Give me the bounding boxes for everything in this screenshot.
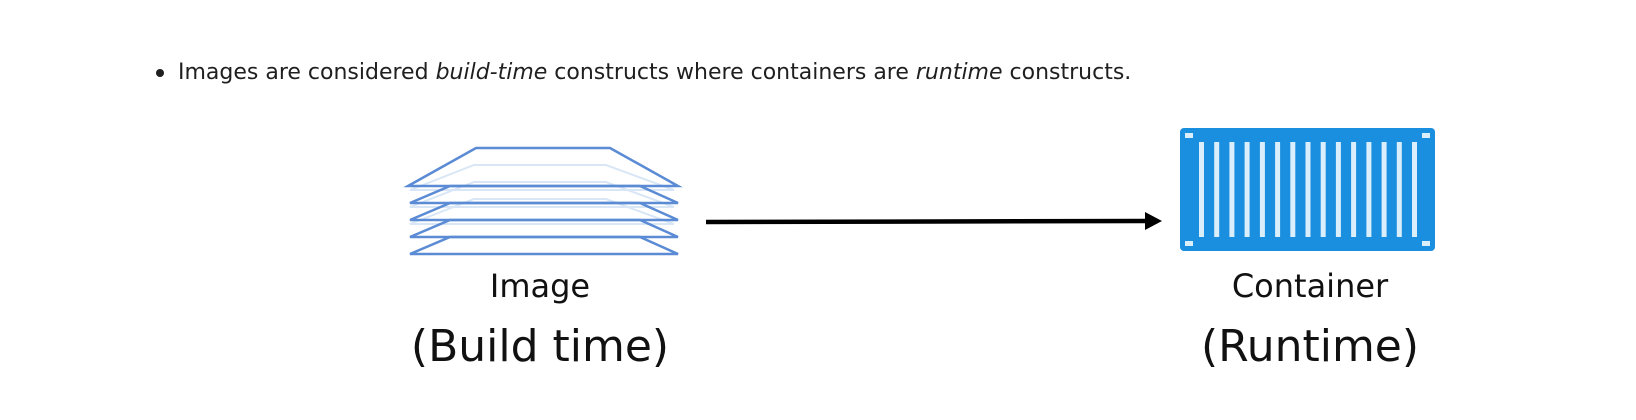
container-label: Container <box>1231 267 1389 305</box>
bullet-emphasis-runtime: runtime <box>915 60 1003 85</box>
runtime-label: (Runtime) <box>1200 321 1420 372</box>
image-layers-icon <box>403 146 683 256</box>
container-rib <box>1381 142 1387 237</box>
bullet-emphasis-build-time: build-time <box>435 60 548 85</box>
container-rib <box>1259 142 1265 237</box>
bullet-text: Images are considered build-time constru… <box>178 58 1131 88</box>
container-corner-castings <box>1185 133 1430 246</box>
bullet-list-item: Images are considered build-time constru… <box>156 58 1131 88</box>
container-rib <box>1396 142 1402 237</box>
container-rib <box>1199 142 1204 237</box>
image-layer-5 <box>409 235 679 256</box>
container-rib <box>1229 142 1235 237</box>
build-time-label: (Build time) <box>410 321 670 372</box>
image-layer-1 <box>403 146 683 188</box>
right-arrow-icon <box>705 212 1162 230</box>
container-rib <box>1351 142 1357 237</box>
image-label: Image <box>489 267 591 305</box>
container-rib <box>1335 142 1341 237</box>
container-rib <box>1366 142 1372 237</box>
container-rib <box>1244 142 1250 237</box>
container-rib <box>1412 142 1417 237</box>
image-layer-4 <box>409 218 679 239</box>
bullet-point-icon <box>156 69 164 77</box>
container-rib <box>1214 142 1220 237</box>
bullet-text-part-3: constructs. <box>1002 60 1132 85</box>
shipping-container-icon <box>1180 128 1435 251</box>
container-rib <box>1305 142 1311 237</box>
container-ribs <box>1199 142 1417 237</box>
image-layer-stack <box>403 146 683 256</box>
image-layer-faint-back <box>409 164 675 225</box>
container-rib <box>1290 142 1296 237</box>
container-rib <box>1320 142 1326 237</box>
container-rib <box>1275 142 1281 237</box>
bullet-text-part-1: Images are considered <box>178 60 436 85</box>
bullet-text-part-2: constructs where containers are <box>547 60 916 85</box>
